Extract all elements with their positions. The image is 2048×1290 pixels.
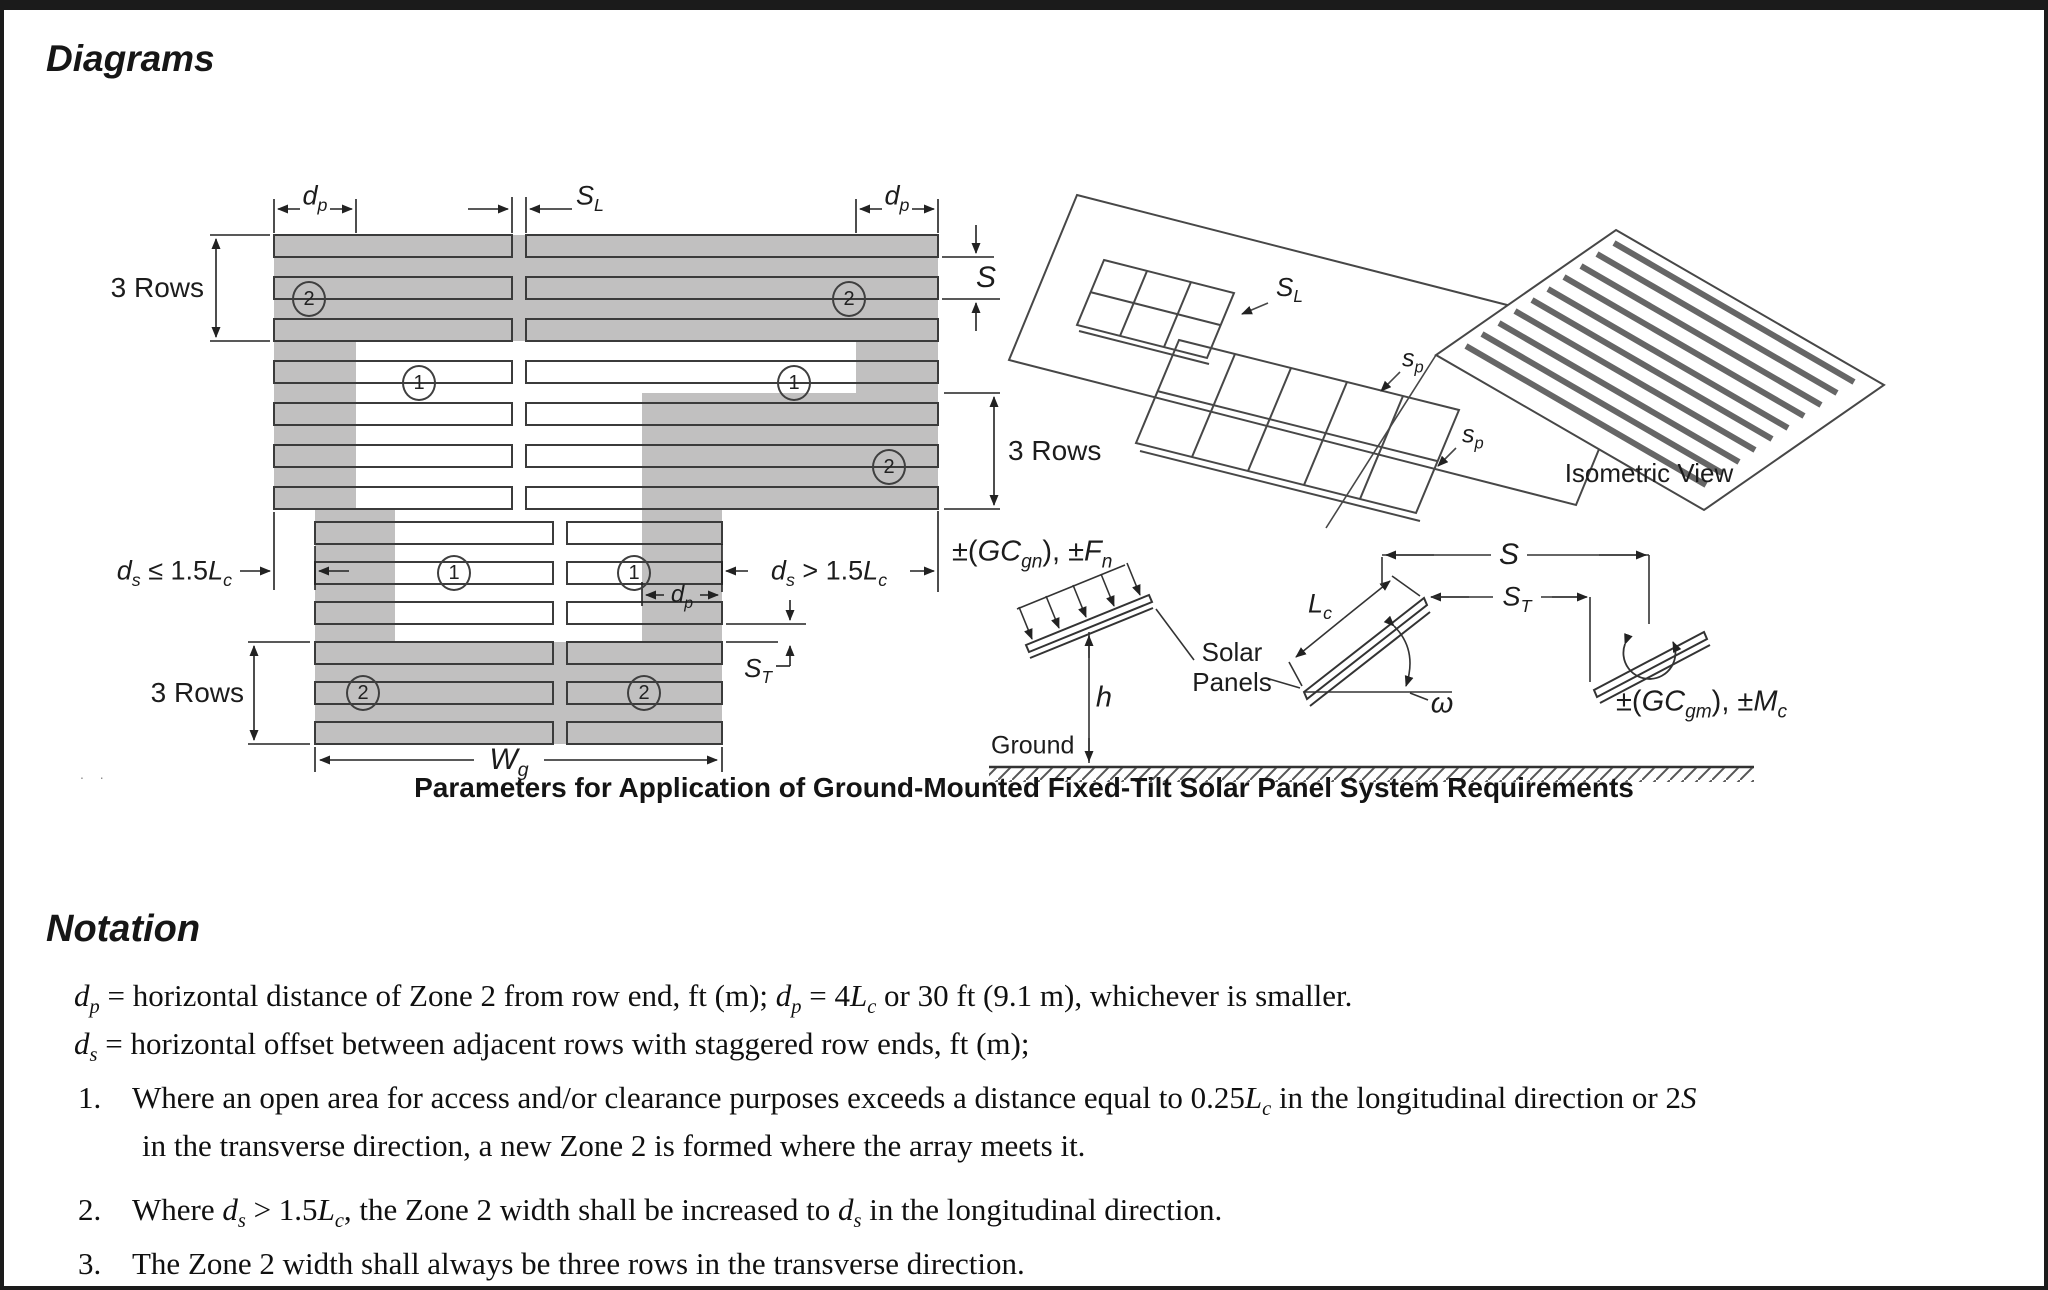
dim-label-st-elev: ST <box>1502 581 1532 616</box>
label-gcgm-mc: ±(GCgm), ±Mc <box>1616 685 1788 723</box>
notation-line-dp: dp = horizontal distance of Zone 2 from … <box>74 978 1353 1019</box>
notation-item-text: Where an open area for access and/or cle… <box>132 1080 1697 1121</box>
zone-1-marker: 1 <box>402 365 436 401</box>
notation-item-text: in the transverse direction, a new Zone … <box>142 1128 1086 1163</box>
zone-2-marker: 2 <box>627 675 661 711</box>
dim-label-wg: Wg <box>489 743 529 781</box>
label-solar-panels: Solar Panels <box>1192 637 1272 698</box>
dim-label-lc: Lc <box>1308 588 1332 623</box>
label-panels: Panels <box>1192 667 1272 697</box>
dim-label-st-plan: ST <box>744 653 772 688</box>
notation-item-number: 1. <box>78 1080 102 1115</box>
zone-2-number: 2 <box>883 455 895 478</box>
zone-1-marker: 1 <box>777 365 811 401</box>
dim-label-dp-top-right: dp <box>884 180 910 215</box>
zone-2-number: 2 <box>843 287 855 310</box>
zone-1-number: 1 <box>448 561 460 584</box>
notation-item-number: 3. <box>78 1246 102 1281</box>
zone-2-marker: 2 <box>832 281 866 317</box>
dim-label-ds-gt: ds > 1.5Lc <box>770 555 888 590</box>
label-solar: Solar <box>1201 637 1263 668</box>
label-isometric-view: Isometric View <box>1564 458 1734 488</box>
dim-label-s-elev: S <box>1498 538 1520 571</box>
notation-item-text: The Zone 2 width shall always be three r… <box>132 1246 1025 1281</box>
dim-label-omega: ω <box>1430 687 1454 720</box>
diagram-figure <box>210 193 1886 782</box>
dim-label-sl-top: SL <box>576 180 604 215</box>
dim-label-sp-2: sp <box>1462 420 1484 453</box>
dim-label-s-right: S <box>975 261 997 294</box>
page-title: Diagrams <box>46 38 215 79</box>
zone-1-marker: 1 <box>437 555 471 591</box>
dim-label-ds-le: ds ≤ 1.5Lc <box>116 555 232 590</box>
label-3rows-bottom-left: 3 Rows <box>150 677 244 708</box>
label-3rows-right: 3 Rows <box>1008 435 1102 466</box>
dim-label-h: h <box>1095 681 1113 714</box>
label-gcgn-fn: ±(GCgn), ±Fn <box>952 535 1113 573</box>
isometric-view-drawing <box>1007 193 1886 529</box>
elevation-drawing <box>989 550 1754 782</box>
zone-2-number: 2 <box>638 681 650 704</box>
zone-2-marker: 2 <box>292 281 326 317</box>
dim-label-sl-iso: SL <box>1276 272 1303 307</box>
dim-label-sp-1: sp <box>1402 344 1424 377</box>
dim-label-dp-lower: dp <box>670 581 694 612</box>
figure-caption: Parameters for Application of Ground-Mou… <box>414 772 1634 803</box>
plan-panel-rows <box>273 234 939 745</box>
scan-artifact-dots: . . <box>80 766 110 782</box>
zone-2-marker: 2 <box>346 675 380 711</box>
notation-item-text: Where ds > 1.5Lc, the Zone 2 width shall… <box>132 1192 1223 1233</box>
notation-line-ds: ds = horizontal offset between adjacent … <box>74 1026 1030 1067</box>
zone-1-number: 1 <box>413 371 425 394</box>
zone-1-number: 1 <box>628 561 640 584</box>
dim-label-dp-top-left: dp <box>302 180 328 215</box>
notation-item-number: 2. <box>78 1192 102 1227</box>
zone-1-marker: 1 <box>617 555 651 591</box>
label-3rows-top-left: 3 Rows <box>110 272 204 303</box>
plan-dimension-lines <box>210 197 1000 772</box>
zone-2-number: 2 <box>303 287 315 310</box>
plan-zone2-shading <box>274 235 938 744</box>
notation-heading: Notation <box>46 908 201 950</box>
label-ground: Ground <box>991 731 1075 760</box>
zone-2-number: 2 <box>357 681 369 704</box>
zone-1-number: 1 <box>788 371 800 394</box>
zone-2-marker: 2 <box>872 449 906 485</box>
